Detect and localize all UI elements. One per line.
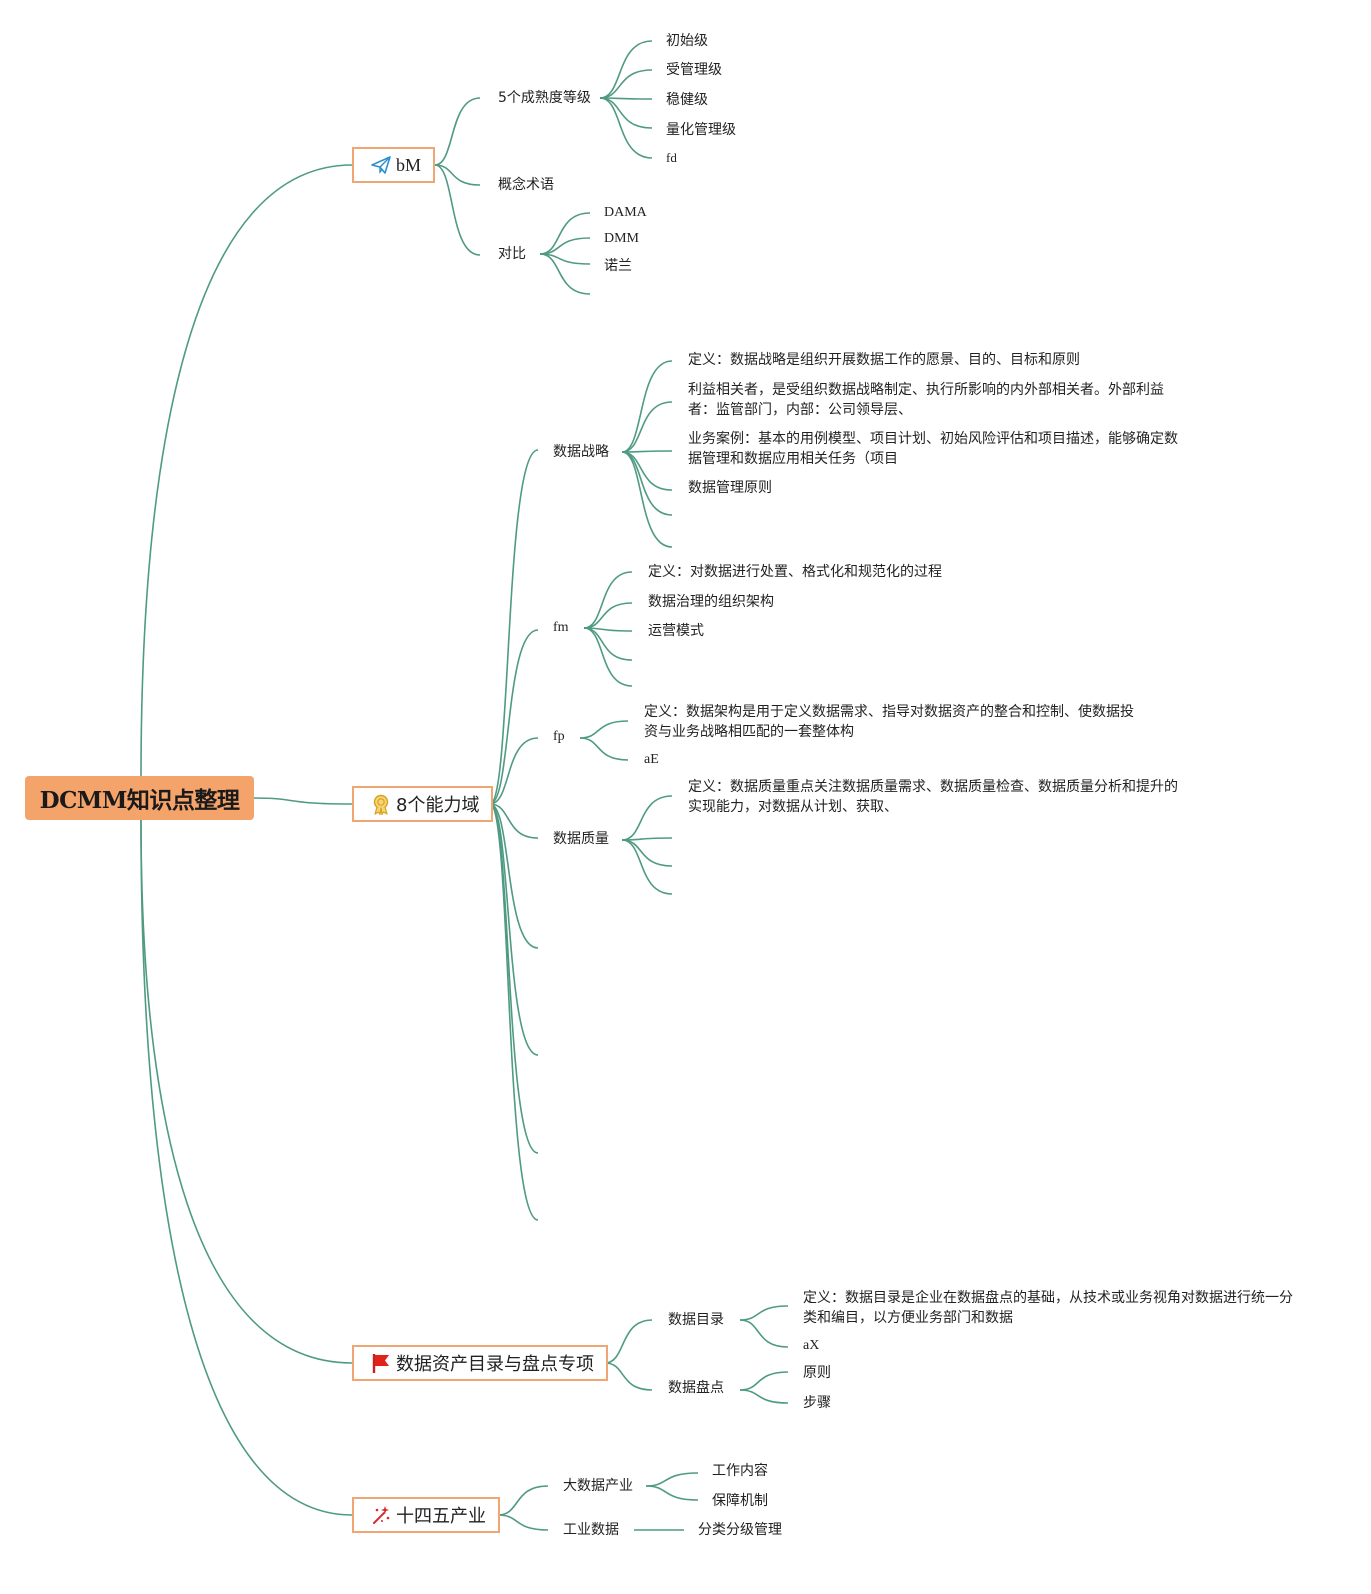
topic-label: bM — [396, 154, 422, 175]
connector-maturity-leaf — [599, 69, 653, 99]
topic-bm[interactable]: bM — [352, 147, 436, 183]
subtopic-industrial-data[interactable]: 工业数据 — [563, 1522, 619, 1538]
leaf-catalog-definition[interactable]: 定义：数据目录是企业在数据盘点的基础，从技术或业务视角对数据进行统一分类和编目，… — [803, 1290, 1293, 1326]
subtopic-big-data-industry[interactable]: 大数据产业 — [563, 1478, 633, 1494]
connector-quality-leaf — [621, 795, 673, 841]
connector-domain-sub — [489, 803, 539, 949]
leaf-work-content[interactable]: 工作内容 — [712, 1463, 768, 1479]
connector-domain-sub — [489, 629, 539, 805]
connector-domain-sub — [489, 737, 539, 805]
connector-fp-leaf — [579, 720, 629, 739]
connector-catalog-sub — [604, 1319, 653, 1364]
red-flag-icon — [370, 1352, 392, 1374]
root-topic[interactable]: DCMM知识点整理 — [25, 776, 254, 820]
connector-domain-sub — [489, 803, 539, 839]
leaf-quality-definition[interactable]: 定义：数据质量重点关注数据质量需求、数据质量检查、数据质量分析和提升的实现能力，… — [688, 779, 1178, 815]
connector-fm-leaf — [583, 627, 633, 661]
leaf-dmm[interactable]: DMM — [604, 231, 640, 246]
leaf-initial[interactable]: 初始级 — [666, 33, 708, 49]
leaf-mgmt-principles[interactable]: 数据管理原则 — [688, 480, 772, 496]
connector-maturity-leaf — [599, 97, 653, 159]
leaf-nolan[interactable]: 诺兰 — [604, 258, 632, 274]
connector-catalog-leaf — [739, 1389, 789, 1404]
connector-compare-leaf — [539, 212, 591, 255]
leaf-governance-org[interactable]: 数据治理的组织架构 — [648, 594, 774, 610]
connector-root-bm — [140, 164, 353, 779]
connector-bm-sub — [434, 164, 481, 256]
connector-bm-sub — [434, 164, 481, 186]
connector-strategy-leaf — [621, 451, 673, 548]
subtopic-comparison[interactable]: 对比 — [498, 246, 526, 262]
connector-maturity-leaf — [599, 40, 653, 99]
leaf-managed[interactable]: 受管理级 — [666, 62, 722, 78]
subtopic-data-inventory[interactable]: 数据盘点 — [668, 1380, 724, 1396]
leaf-architecture-definition[interactable]: 定义：数据架构是用于定义数据需求、指导对数据资产的整合和控制、使数据投资与业务战… — [644, 704, 1134, 740]
leaf-ae[interactable]: aE — [644, 752, 659, 767]
leaf-robust[interactable]: 稳健级 — [666, 92, 708, 108]
topic-label: 8个能力域 — [396, 795, 480, 816]
leaf-business-case[interactable]: 业务案例：基本的用例模型、项目计划、初始风险评估和项目描述，能够确定数据管理和数… — [688, 431, 1178, 467]
connector-strategy-leaf — [621, 451, 673, 516]
connector-quality-leaf — [621, 839, 673, 867]
leaf-steps[interactable]: 步骤 — [803, 1395, 831, 1411]
paper-plane-icon — [370, 154, 392, 176]
leaf-fd[interactable]: fd — [666, 150, 677, 165]
connector-bm-sub — [434, 97, 481, 166]
connector-fm-leaf — [583, 627, 633, 687]
connector-quality-leaf — [621, 839, 673, 895]
subtopic-concepts[interactable]: 概念术语 — [498, 177, 554, 193]
connector-domain-sub — [489, 449, 539, 805]
connector-bigdata-leaf — [645, 1472, 699, 1487]
leaf-safeguards[interactable]: 保障机制 — [712, 1493, 768, 1509]
leaf-principles[interactable]: 原则 — [803, 1365, 831, 1381]
topic-14th-five-year[interactable]: 十四五产业 — [352, 1497, 500, 1533]
connector-industry-sub — [497, 1485, 549, 1516]
connector-catalog-sub — [604, 1362, 653, 1391]
connector-fp-leaf — [579, 737, 629, 761]
subtopic-fm[interactable]: fm — [553, 620, 569, 635]
connector-fm-leaf — [583, 602, 633, 629]
subtopic-data-strategy[interactable]: 数据战略 — [553, 444, 609, 460]
connector-industry-sub — [497, 1514, 549, 1531]
subtopic-data-quality[interactable]: 数据质量 — [553, 831, 609, 847]
leaf-quantitative[interactable]: 量化管理级 — [666, 122, 736, 138]
leaf-classification[interactable]: 分类分级管理 — [698, 1522, 782, 1538]
connector-root-domains — [253, 797, 353, 805]
connector-strategy-leaf — [621, 401, 673, 453]
topic-label: 十四五产业 — [396, 1506, 486, 1527]
connector-fm-leaf — [583, 571, 633, 629]
subtopic-data-catalog[interactable]: 数据目录 — [668, 1312, 724, 1328]
connector-maturity-leaf — [599, 97, 653, 129]
leaf-dama[interactable]: DAMA — [604, 205, 647, 220]
subtopic-fp[interactable]: fp — [553, 729, 565, 744]
leaf-ax[interactable]: aX — [803, 1338, 820, 1353]
subtopic-maturity-levels[interactable]: 5个成熟度等级 — [498, 90, 591, 106]
connector-domain-sub — [489, 803, 539, 1056]
connector-catalog-leaf — [739, 1305, 789, 1321]
connector-root-industry — [140, 819, 353, 1516]
sparkle-wand-icon — [370, 1504, 392, 1526]
leaf-stakeholders[interactable]: 利益相关者，是受组织数据战略制定、执行所影响的内外部相关者。外部利益者：监管部门… — [688, 382, 1164, 418]
medal-icon — [370, 793, 392, 815]
connector-catalog-leaf — [739, 1371, 789, 1391]
connector-domain-sub — [489, 803, 539, 1221]
topic-data-asset-catalog[interactable]: 数据资产目录与盘点专项 — [352, 1345, 608, 1381]
connector-strategy-leaf — [621, 360, 673, 453]
connector-catalog-leaf — [739, 1319, 789, 1348]
leaf-strategy-definition[interactable]: 定义：数据战略是组织开展数据工作的愿景、目的、目标和原则 — [688, 352, 1080, 368]
connector-root-catalog — [140, 819, 353, 1364]
leaf-fm-definition[interactable]: 定义：对数据进行处置、格式化和规范化的过程 — [648, 564, 942, 580]
connector-compare-leaf — [539, 253, 591, 295]
connector-strategy-leaf — [621, 450, 673, 453]
connector-bigdata-leaf — [645, 1485, 699, 1501]
topic-8-domains[interactable]: 8个能力域 — [352, 786, 494, 822]
leaf-operation-mode[interactable]: 运营模式 — [648, 623, 704, 639]
topic-label: 数据资产目录与盘点专项 — [396, 1354, 594, 1375]
